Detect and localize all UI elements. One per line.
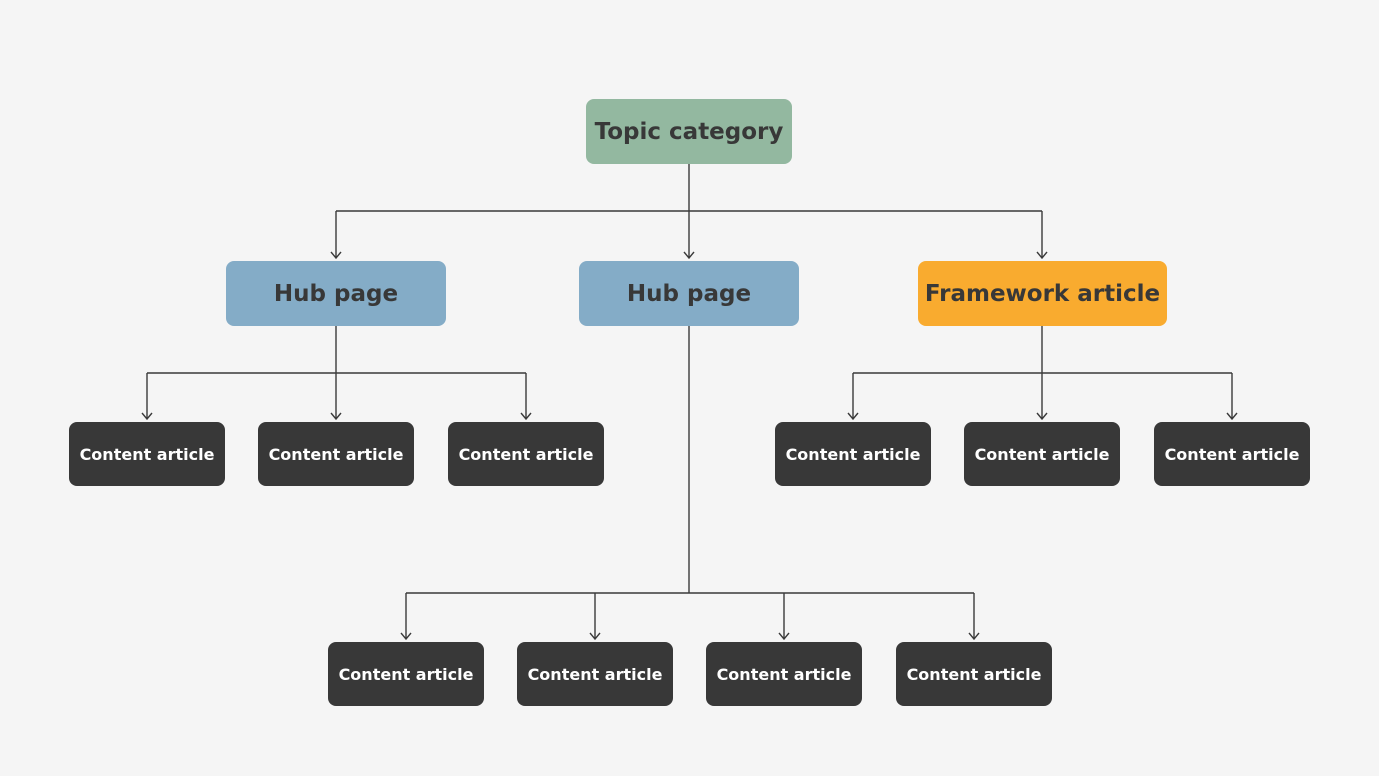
arrow-head-icon: [400, 632, 412, 641]
arrow-head-icon: [1226, 412, 1238, 421]
content-article-node: Content article: [964, 422, 1120, 486]
content-article-node: Content article: [775, 422, 931, 486]
hub-page-node-1: Hub page: [226, 261, 446, 326]
arrow-head-icon: [968, 632, 980, 641]
content-article-node: Content article: [1154, 422, 1310, 486]
arrow-head-icon: [1036, 412, 1048, 421]
arrow-head-icon: [778, 632, 790, 641]
arrow-head-icon: [330, 251, 342, 260]
topic-category-node: Topic category: [586, 99, 792, 164]
arrow-head-icon: [330, 412, 342, 421]
arrow-head-icon: [141, 412, 153, 421]
content-article-node: Content article: [896, 642, 1052, 706]
framework-article-node: Framework article: [918, 261, 1167, 326]
content-article-node: Content article: [448, 422, 604, 486]
arrow-head-icon: [683, 251, 695, 260]
arrow-head-icon: [589, 632, 601, 641]
content-article-node: Content article: [258, 422, 414, 486]
arrow-head-icon: [847, 412, 859, 421]
content-article-node: Content article: [706, 642, 862, 706]
content-article-node: Content article: [517, 642, 673, 706]
arrow-head-icon: [520, 412, 532, 421]
content-article-node: Content article: [328, 642, 484, 706]
hub-page-node-2: Hub page: [579, 261, 799, 326]
content-article-node: Content article: [69, 422, 225, 486]
arrow-head-icon: [1036, 251, 1048, 260]
